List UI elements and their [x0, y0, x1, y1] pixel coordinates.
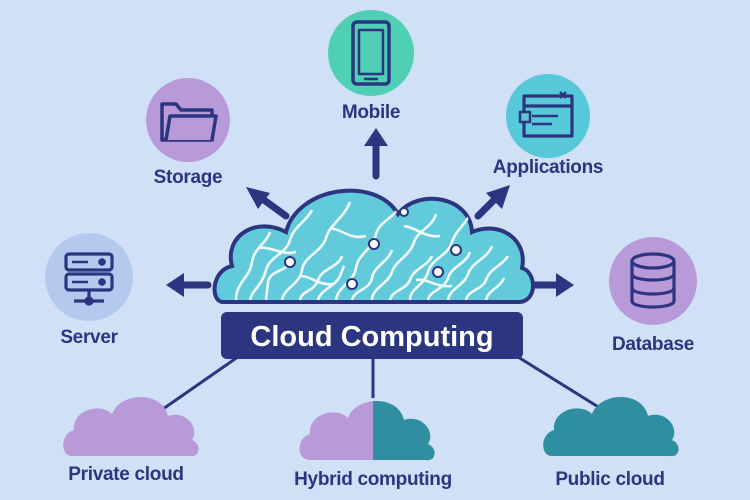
connector-lines	[149, 350, 601, 420]
mobile-phone-icon	[351, 20, 391, 86]
node-applications: Applications	[493, 74, 604, 178]
private-cloud-shape	[63, 397, 199, 457]
arrow-storage	[260, 196, 290, 220]
node-server: Server	[45, 233, 133, 348]
arrows	[166, 128, 574, 297]
applications-label: Applications	[493, 157, 603, 178]
title-banner: Cloud Computing	[221, 312, 523, 359]
public-cloud-shape	[543, 397, 679, 457]
page-title: Cloud Computing	[250, 321, 493, 353]
hybrid-cloud: Hybrid computing	[294, 401, 452, 490]
public-cloud-label: Public cloud	[555, 469, 664, 490]
server-icon	[64, 252, 114, 306]
circuit-cloud	[212, 188, 535, 304]
hybrid-cloud-right	[373, 401, 435, 461]
folder-icon	[160, 102, 218, 142]
hybrid-cloud-left	[299, 401, 373, 460]
mobile-label: Mobile	[342, 102, 400, 123]
storage-label: Storage	[154, 167, 223, 188]
private-cloud-label: Private cloud	[68, 464, 183, 485]
hybrid-cloud-label: Hybrid computing	[294, 469, 452, 490]
node-database: Database	[609, 237, 697, 355]
database-icon	[630, 252, 676, 309]
node-storage: Storage	[146, 78, 230, 188]
node-mobile: Mobile	[328, 10, 414, 123]
arrow-applications	[474, 196, 498, 220]
application-window-icon	[518, 91, 574, 138]
private-cloud: Private cloud	[63, 397, 199, 485]
server-label: Server	[60, 327, 118, 348]
circuit-nodes	[284, 207, 462, 290]
public-cloud: Public cloud	[543, 397, 679, 490]
database-label: Database	[612, 334, 694, 355]
